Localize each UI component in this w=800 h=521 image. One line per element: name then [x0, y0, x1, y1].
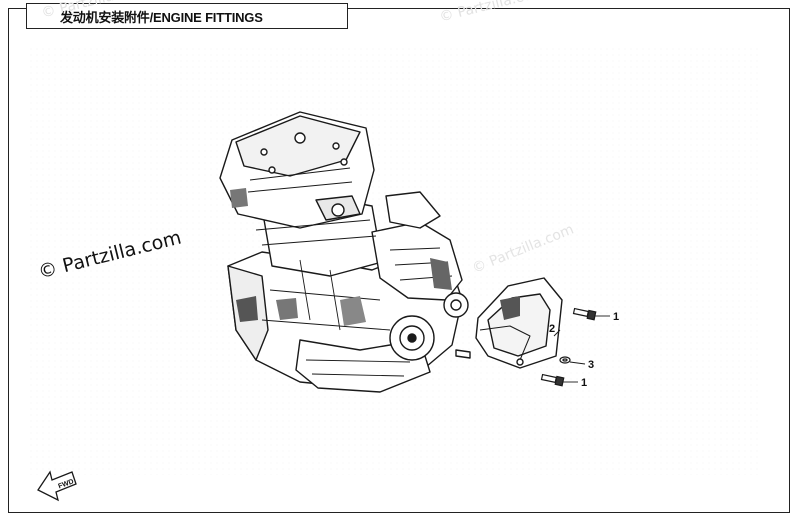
washer-3 — [559, 356, 571, 364]
page-title: 发动机安装附件/ENGINE FITTINGS — [60, 9, 263, 25]
callout-2: 2 — [549, 323, 555, 335]
callout-1-upper: 1 — [613, 311, 619, 323]
fwd-arrow-icon: FWD — [37, 470, 77, 502]
engine-rear-cover — [385, 191, 441, 229]
bolt-1-upper — [572, 307, 597, 321]
title-box: 发动机安装附件/ENGINE FITTINGS — [26, 3, 348, 29]
bolt-1-lower — [540, 373, 565, 387]
engine-assembly — [219, 111, 471, 393]
callout-3: 3 — [588, 359, 594, 371]
callout-leaders — [553, 315, 610, 383]
sprocket-cover — [475, 277, 563, 369]
callout-1-lower: 1 — [581, 377, 587, 389]
